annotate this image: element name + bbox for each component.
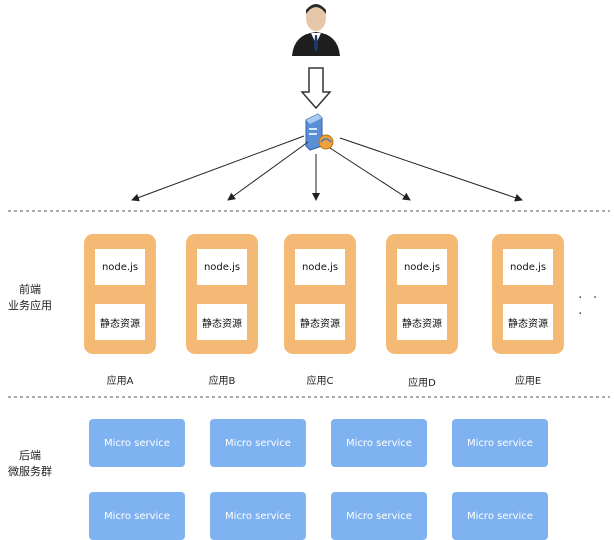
static-resources-box: 静态资源 <box>95 304 145 340</box>
app-card-d: node.js 静态资源 <box>386 234 458 354</box>
static-resources-box: 静态资源 <box>503 304 553 340</box>
app-card-e: node.js 静态资源 <box>492 234 564 354</box>
app-card-c: node.js 静态资源 <box>284 234 356 354</box>
request-arrows <box>131 135 523 202</box>
microservice-box: Micro service <box>210 492 306 540</box>
down-arrow-icon <box>300 67 332 110</box>
microservice-box: Micro service <box>331 492 427 540</box>
nodejs-box: node.js <box>295 249 345 285</box>
static-resources-box: 静态资源 <box>397 304 447 340</box>
static-resources-box: 静态资源 <box>295 304 345 340</box>
microservice-box: Micro service <box>210 419 306 467</box>
user-icon <box>292 4 340 56</box>
microservice-box: Micro service <box>89 492 185 540</box>
nodejs-box: node.js <box>503 249 553 285</box>
microservice-box: Micro service <box>89 419 185 467</box>
arrow-to-app-d <box>329 147 411 201</box>
app-card-a: node.js 静态资源 <box>84 234 156 354</box>
backend-label-line1: 后端 <box>19 449 41 462</box>
app-label-c: 应用C <box>306 376 334 387</box>
arrow-to-app-b <box>227 141 309 201</box>
app-label-b: 应用B <box>208 376 236 387</box>
server-icon <box>305 113 334 151</box>
arrow-to-app-a <box>131 135 305 202</box>
app-card-b: node.js 静态资源 <box>186 234 258 354</box>
microservice-box: Micro service <box>452 492 548 540</box>
frontend-section-label: 前端 业务应用 <box>2 282 58 314</box>
nodejs-box: node.js <box>397 249 447 285</box>
more-apps-ellipsis: · · · <box>578 290 601 322</box>
app-label-e: 应用E <box>514 376 542 387</box>
microservice-box: Micro service <box>452 419 548 467</box>
app-label-d: 应用D <box>408 378 436 389</box>
backend-label-line2: 微服务群 <box>8 465 52 478</box>
nodejs-box: node.js <box>95 249 145 285</box>
frontend-label-line2: 业务应用 <box>8 299 52 312</box>
nodejs-box: node.js <box>197 249 247 285</box>
backend-section-label: 后端 微服务群 <box>2 448 58 480</box>
app-label-a: 应用A <box>106 376 134 387</box>
static-resources-box: 静态资源 <box>197 304 247 340</box>
arrow-to-app-e <box>339 137 523 202</box>
frontend-label-line1: 前端 <box>19 283 41 296</box>
microservice-box: Micro service <box>331 419 427 467</box>
